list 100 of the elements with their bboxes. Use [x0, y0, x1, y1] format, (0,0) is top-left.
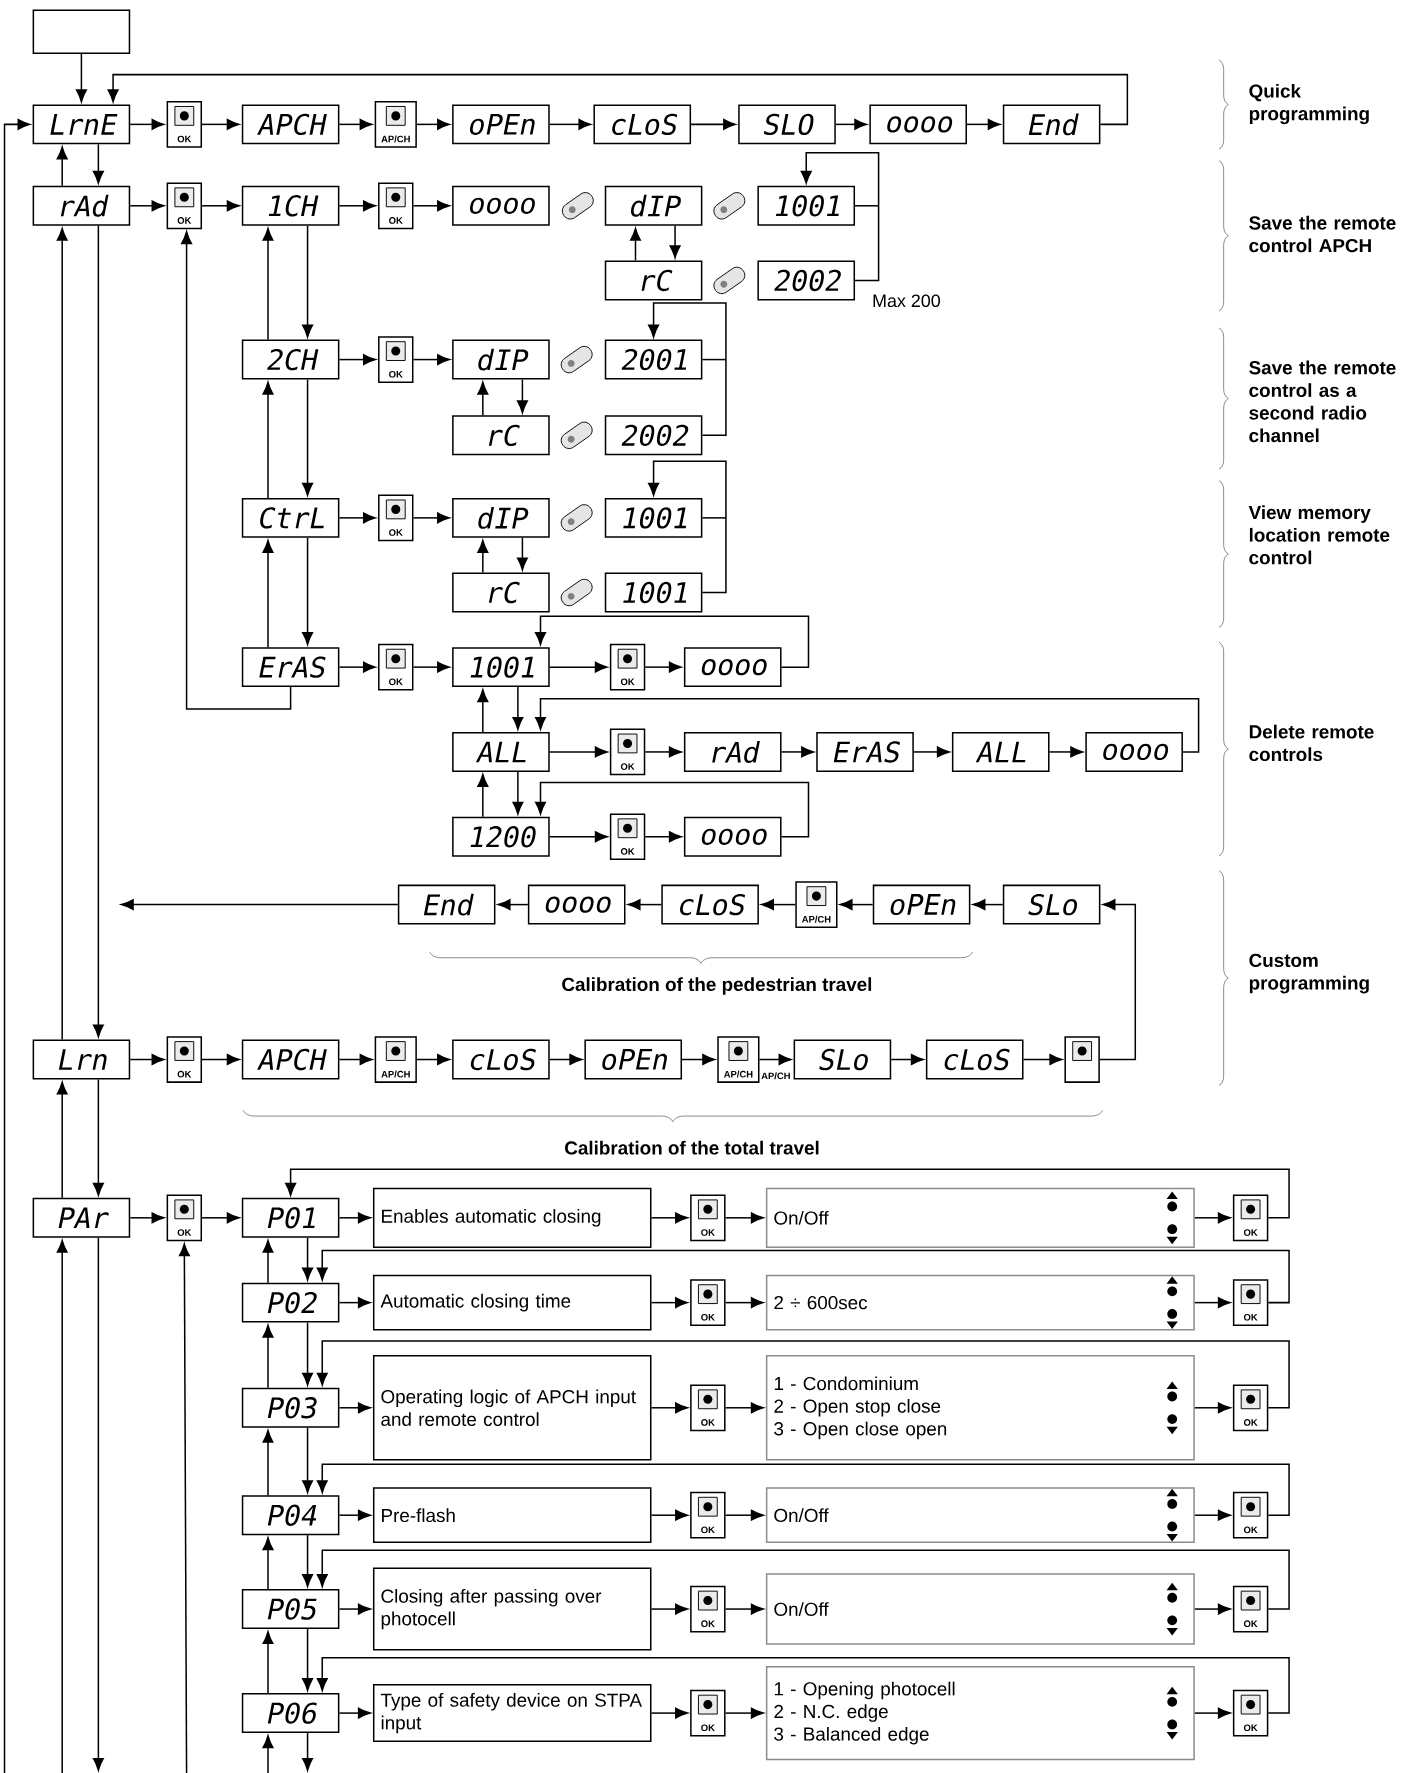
- display-box: P05: [241, 1589, 340, 1630]
- arrow: [262, 1735, 274, 1773]
- arrow: [535, 615, 810, 668]
- arrow: [338, 118, 373, 130]
- arrow: [477, 689, 489, 733]
- caption: Calibration of the pedestrian travel: [562, 977, 872, 995]
- display-box: oooo: [527, 884, 626, 925]
- arrow: [758, 1054, 792, 1066]
- arrow: [338, 512, 376, 524]
- arrow: [1194, 1297, 1231, 1309]
- display-box: 1200: [452, 816, 550, 857]
- description-box: Closing after passing over photocell: [372, 1567, 652, 1651]
- arrow: [650, 1707, 689, 1719]
- display-box: oooo: [1085, 731, 1183, 772]
- arrow: [338, 1297, 371, 1309]
- arrow: [338, 354, 376, 366]
- arrow: [302, 537, 314, 646]
- push-button: OK: [1232, 1689, 1269, 1737]
- display-box: SLo: [793, 1039, 892, 1080]
- section-label: Custom programming: [1249, 953, 1369, 994]
- push-button: OK: [166, 1036, 203, 1083]
- push-button: OK: [690, 1279, 726, 1326]
- arrow: [302, 1628, 314, 1691]
- arrow: [262, 1429, 274, 1496]
- display-box: oooo: [869, 104, 967, 145]
- section-label: Save the remote control APCH: [1249, 215, 1396, 253]
- arrow: [416, 118, 450, 130]
- arrow: [650, 1402, 689, 1414]
- display-box: LrnE: [32, 104, 131, 145]
- push-button: AP/CH: [795, 881, 838, 928]
- display-box: APCH: [241, 1039, 340, 1080]
- arrow: [129, 1212, 165, 1224]
- arrow: [1099, 899, 1137, 1061]
- arrow: [648, 302, 727, 437]
- display-box: oooo: [452, 185, 550, 226]
- push-button: OK: [166, 101, 203, 148]
- arrow: [107, 73, 1129, 126]
- arrow: [412, 512, 450, 524]
- value-box: 2 ÷ 600sec: [765, 1274, 1195, 1331]
- arrow: [338, 661, 376, 673]
- arrow: [650, 1509, 689, 1521]
- arrow: [650, 1297, 689, 1309]
- arrow: [262, 540, 274, 648]
- push-button: AP/CH: [374, 1036, 417, 1083]
- arrow: [1194, 1212, 1231, 1224]
- display-box: SLo: [1002, 884, 1101, 925]
- arrow: [512, 686, 524, 730]
- display-box: 1CH: [241, 185, 340, 226]
- push-button: OK: [378, 182, 414, 230]
- push-button: OK: [1232, 1279, 1269, 1326]
- display-box: 1001: [452, 647, 550, 688]
- display-box: P01: [241, 1197, 340, 1238]
- arrow: [1048, 746, 1084, 758]
- section-label: Save the remote control as a second radio channel: [1249, 360, 1396, 443]
- push-button: AP/CH: [374, 101, 417, 148]
- arrow: [316, 1656, 1290, 1714]
- arrow: [412, 661, 450, 673]
- arrow: [129, 200, 165, 212]
- arrow: [338, 1212, 371, 1224]
- push-button: OK: [1232, 1384, 1269, 1432]
- arrow: [724, 1297, 764, 1309]
- arrow: [302, 1321, 314, 1386]
- push-button: OK: [378, 494, 414, 542]
- display-box: APCH: [241, 104, 340, 145]
- description-box: Enables automatic closing: [372, 1187, 652, 1248]
- display-box: dIP: [452, 497, 550, 538]
- arrow: [1022, 1054, 1063, 1066]
- display-box: rAd: [32, 185, 131, 226]
- arrow: [316, 1463, 1290, 1516]
- arrow: [302, 1534, 314, 1587]
- arrow: [316, 1249, 1290, 1304]
- arrow: [412, 354, 450, 366]
- arrow: [92, 1078, 104, 1196]
- display-box: P04: [241, 1495, 340, 1536]
- push-button: OK: [1232, 1194, 1269, 1242]
- arrow: [1194, 1402, 1231, 1414]
- section-label: Delete remote controls: [1249, 724, 1374, 762]
- display-box: cLoS: [452, 1039, 550, 1080]
- display-box: P02: [241, 1282, 340, 1323]
- display-box: 2002: [757, 260, 856, 301]
- display-box: cLoS: [661, 884, 759, 925]
- arrow: [201, 1054, 240, 1066]
- arrow: [302, 225, 314, 338]
- arrow: [890, 1054, 924, 1066]
- arrow: [1194, 1509, 1231, 1521]
- display-box: ErAS: [241, 647, 340, 688]
- arrow: [724, 1707, 764, 1719]
- arrow: [316, 1340, 1290, 1409]
- arrow: [644, 661, 682, 673]
- button-label: AP/CH: [761, 1072, 790, 1080]
- value-box: 1 - Condominium 2 - Open stop close 3 - Open close open: [765, 1355, 1195, 1461]
- display-box: SLO: [738, 104, 836, 145]
- arrow: [761, 899, 797, 911]
- arrow: [262, 1631, 274, 1694]
- arrow: [302, 1732, 314, 1771]
- display-box: PAr: [32, 1197, 131, 1238]
- arrow: [1194, 1707, 1231, 1719]
- push-button: OK: [1232, 1585, 1269, 1633]
- arrow: [416, 1054, 450, 1066]
- display-box: cLoS: [593, 104, 692, 145]
